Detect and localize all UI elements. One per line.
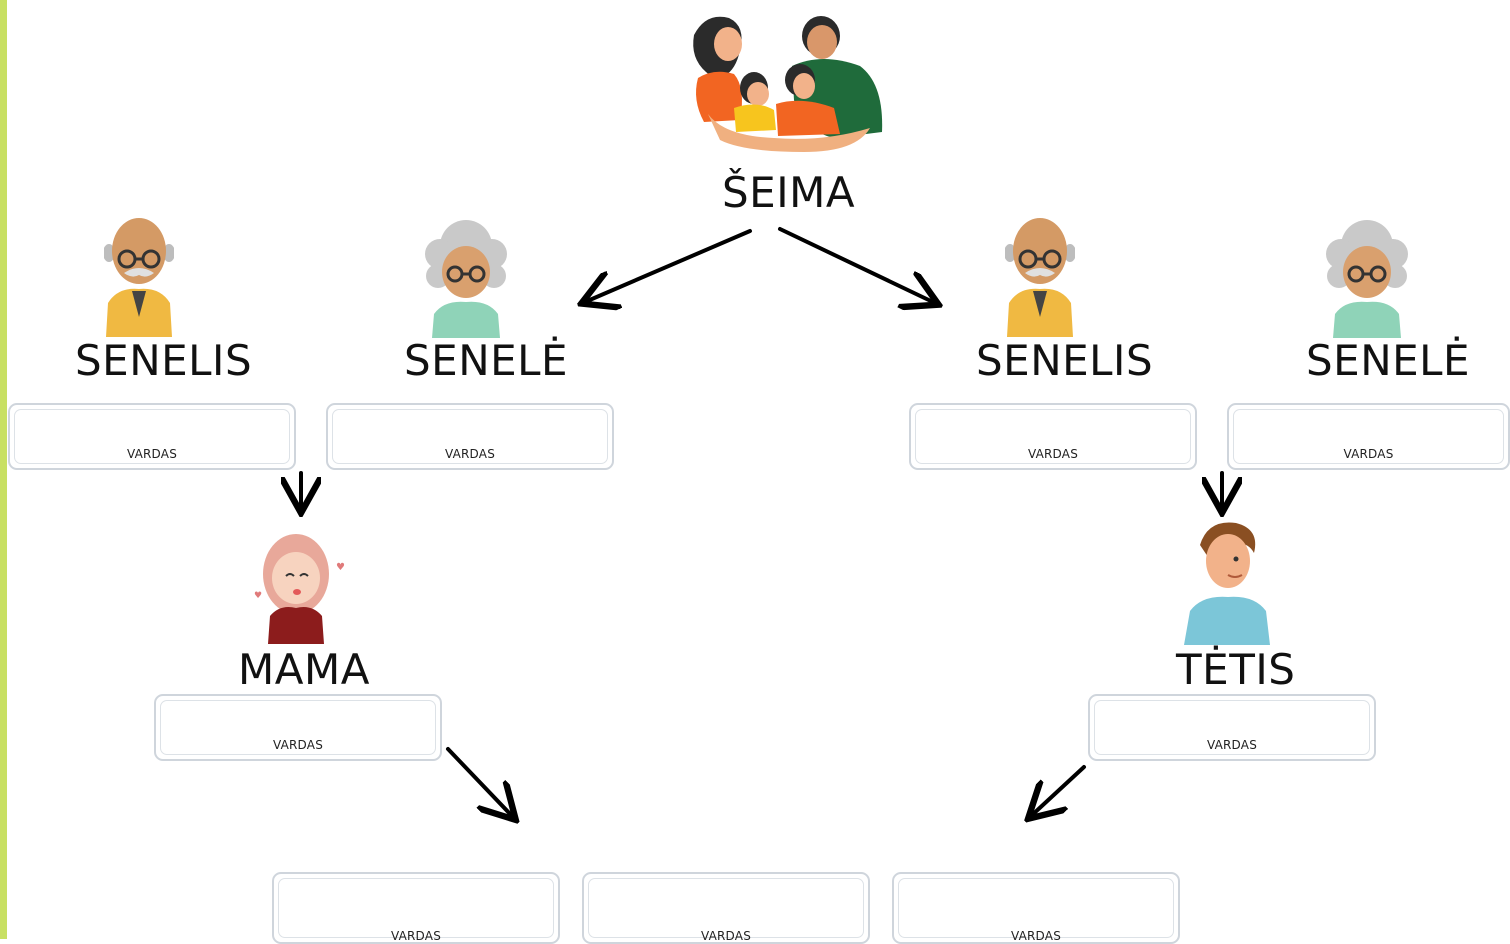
name-input[interactable]	[1100, 704, 1364, 736]
name-box-label: VARDAS	[1343, 447, 1394, 461]
name-box-label: VARDAS	[444, 447, 496, 461]
name-box-grandfather-right[interactable]: VARDAS	[909, 403, 1197, 470]
name-box-label: VARDAS	[272, 738, 324, 752]
grandmother-left-label: SENELĖ	[404, 336, 569, 385]
name-box-grandmother-right[interactable]: VARDAS	[1227, 403, 1510, 470]
name-input[interactable]	[284, 882, 548, 914]
grandmother-icon	[1326, 220, 1408, 338]
name-box-label: VARDAS	[126, 447, 178, 461]
svg-text:♥: ♥	[254, 591, 262, 601]
father-icon	[1184, 522, 1270, 645]
accent-bar	[0, 0, 7, 939]
name-box-child-1[interactable]: VARDAS	[272, 872, 560, 944]
name-input[interactable]	[594, 882, 858, 914]
grandmother-icon	[425, 220, 507, 338]
name-box-mother[interactable]: VARDAS	[154, 694, 442, 761]
name-input[interactable]	[904, 882, 1168, 914]
name-input[interactable]	[166, 704, 430, 736]
family-icon	[693, 16, 883, 152]
name-box-label: VARDAS	[1027, 447, 1079, 461]
mother-label: MAMA	[238, 645, 370, 694]
family-title: ŠEIMA	[722, 168, 856, 217]
name-input[interactable]	[338, 413, 602, 445]
name-box-father[interactable]: VARDAS	[1088, 694, 1376, 761]
name-box-child-2[interactable]: VARDAS	[582, 872, 870, 944]
name-box-label: VARDAS	[700, 929, 752, 943]
name-box-child-3[interactable]: VARDAS	[892, 872, 1180, 944]
svg-text:♥: ♥	[336, 562, 345, 573]
mother-icon: ♥ ♥	[254, 534, 345, 644]
arrow-to-right-grandparents	[778, 227, 935, 303]
name-box-grandfather-left[interactable]: VARDAS	[8, 403, 296, 470]
father-label: TĖTIS	[1176, 645, 1296, 694]
grandmother-right-label: SENELĖ	[1306, 336, 1471, 385]
arrow-to-left-grandparents	[585, 229, 752, 302]
name-input[interactable]	[1239, 413, 1498, 445]
name-box-label: VARDAS	[1206, 738, 1258, 752]
name-box-label: VARDAS	[390, 929, 442, 943]
grandfather-icon	[1005, 218, 1075, 337]
name-box-grandmother-left[interactable]: VARDAS	[326, 403, 614, 470]
grandfather-icon	[104, 218, 174, 337]
grandfather-right-label: SENELIS	[976, 336, 1154, 385]
arrow-mother-to-children	[446, 747, 513, 817]
name-input[interactable]	[921, 413, 1185, 445]
grandfather-left-label: SENELIS	[75, 336, 253, 385]
name-input[interactable]	[20, 413, 284, 445]
name-box-label: VARDAS	[1010, 929, 1062, 943]
arrow-father-to-children	[1031, 765, 1086, 816]
